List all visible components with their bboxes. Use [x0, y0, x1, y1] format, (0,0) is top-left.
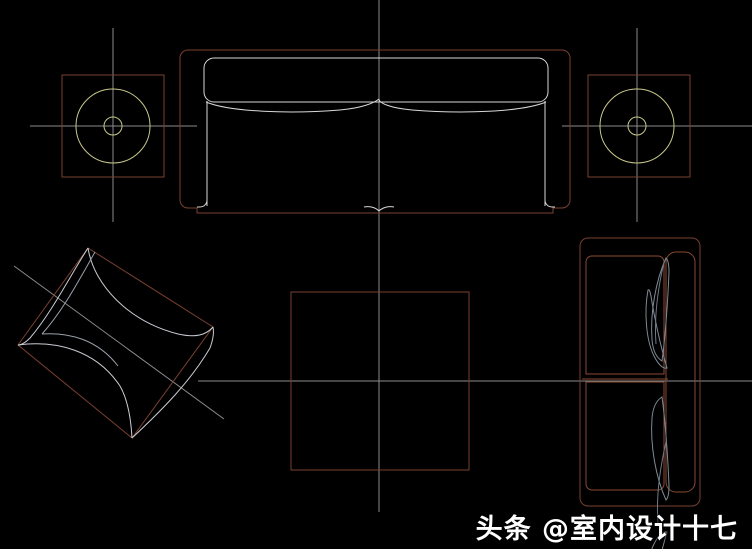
side-table-left-outer-circle [75, 88, 151, 164]
side-table-left-square [61, 74, 165, 178]
sofa-right-arm-bottom-curve [544, 199, 555, 208]
sofa-right-cushion-leaf-upper-b [645, 289, 668, 369]
pouf-axis-diagonal [13, 265, 225, 420]
side-table-left[interactable] [61, 74, 165, 178]
sofa-right-outer-outline [579, 237, 701, 507]
sofa-seat-cushion-left-top [205, 98, 380, 113]
sofa-right-cushion-leaf-upper-c [654, 261, 665, 345]
sofa-seat-cushion-right-base-notch [378, 206, 395, 212]
pouf-seam-inner-fold [41, 251, 96, 335]
sofa-right-cushion-leaf-lower-b [651, 531, 668, 549]
pouf-seam-inner-fold-2 [41, 333, 119, 367]
pouf-seam-top-right [87, 247, 214, 337]
pouf-seam-left-bottom [17, 343, 133, 439]
side-table-left-inner-circle [103, 116, 123, 136]
coffee-table-square[interactable] [290, 291, 470, 471]
side-table-right-inner-circle [627, 116, 647, 136]
sofa-two-seat-right[interactable] [579, 237, 701, 549]
sofa-left-arm-bottom-curve [197, 199, 208, 208]
coffee-table-outline [290, 291, 470, 471]
sofa-right-backrest-strip [665, 251, 696, 493]
side-table-right-square [587, 74, 691, 178]
pouf-outer-square [17, 247, 214, 439]
sofa-right-seat-lower [585, 381, 665, 491]
sofa-seat-cushion-right-top [378, 98, 547, 113]
axis-lines-group [13, 0, 752, 512]
sofa-three-seat[interactable] [179, 49, 571, 214]
watermark-text: 头条 @室内设计十七 [475, 514, 738, 545]
pouf-seam-bottom-right [131, 326, 214, 439]
pouf-rotated[interactable] [17, 247, 214, 439]
sofa-right-cushion-leaf-lower-c [656, 441, 667, 525]
sofa-backrest-inner [203, 57, 549, 103]
sofa-seat-cushion-left-base-notch [363, 206, 380, 212]
sofa-outer-outline [179, 49, 571, 214]
sofa-right-seat-upper [585, 255, 665, 375]
side-table-right[interactable] [587, 74, 691, 178]
side-table-right-outer-circle [599, 88, 675, 164]
sofa-right-cushion-leaf-lower-a [651, 396, 670, 501]
